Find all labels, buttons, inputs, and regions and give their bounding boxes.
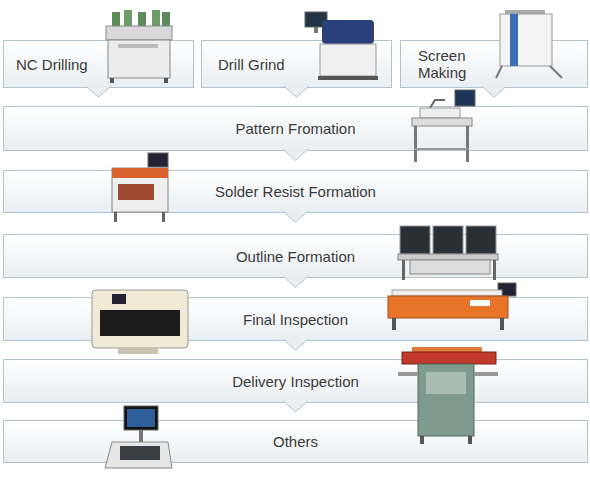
step-label: Screen Making <box>418 47 488 81</box>
flow-chevron <box>284 212 308 223</box>
process-band: Solder Resist Formation <box>3 170 588 213</box>
machine-top <box>106 26 172 40</box>
process-box: NC Drilling <box>3 40 194 88</box>
flow-chevron <box>284 150 308 161</box>
step-label: NC Drilling <box>16 56 88 73</box>
process-band: Others <box>3 420 588 463</box>
process-box: Drill Grind <box>201 40 392 88</box>
monitor-stand <box>314 27 318 33</box>
machine-leg <box>162 212 165 222</box>
machine-top <box>392 290 502 296</box>
flow-chevron <box>87 87 111 98</box>
process-box: Screen Making <box>400 40 588 88</box>
step-label: Outline Formation <box>236 248 355 265</box>
process-band: Final Inspection <box>3 297 588 341</box>
pcb-rack <box>124 10 132 28</box>
monitor <box>148 153 168 167</box>
flow-chevron <box>482 87 506 98</box>
machine-stand <box>118 348 158 354</box>
process-band: Pattern Fromation <box>3 106 588 151</box>
flow-chevron <box>285 87 309 98</box>
flow-chevron <box>284 402 308 412</box>
machine-leg <box>114 212 117 222</box>
pcb-rack <box>162 12 170 28</box>
flow-chevron <box>284 340 308 351</box>
process-band: Delivery Inspection <box>3 359 588 403</box>
process-band: Outline Formation <box>3 234 588 278</box>
top-bar <box>505 10 545 14</box>
step-label: Drill Grind <box>218 56 285 73</box>
step-label: Delivery Inspection <box>232 373 359 390</box>
pcb-rack <box>152 10 160 28</box>
pcb-rack <box>138 12 146 28</box>
step-label: Final Inspection <box>243 311 348 328</box>
monitor <box>455 90 475 106</box>
monitor <box>305 12 327 27</box>
pcb-rack <box>112 12 120 28</box>
step-label: Solder Resist Formation <box>215 183 376 200</box>
step-label: Pattern Fromation <box>235 120 355 137</box>
orange-top <box>412 347 482 353</box>
step-label: Others <box>273 433 318 450</box>
flow-chevron <box>284 277 308 288</box>
monitor <box>498 283 516 296</box>
